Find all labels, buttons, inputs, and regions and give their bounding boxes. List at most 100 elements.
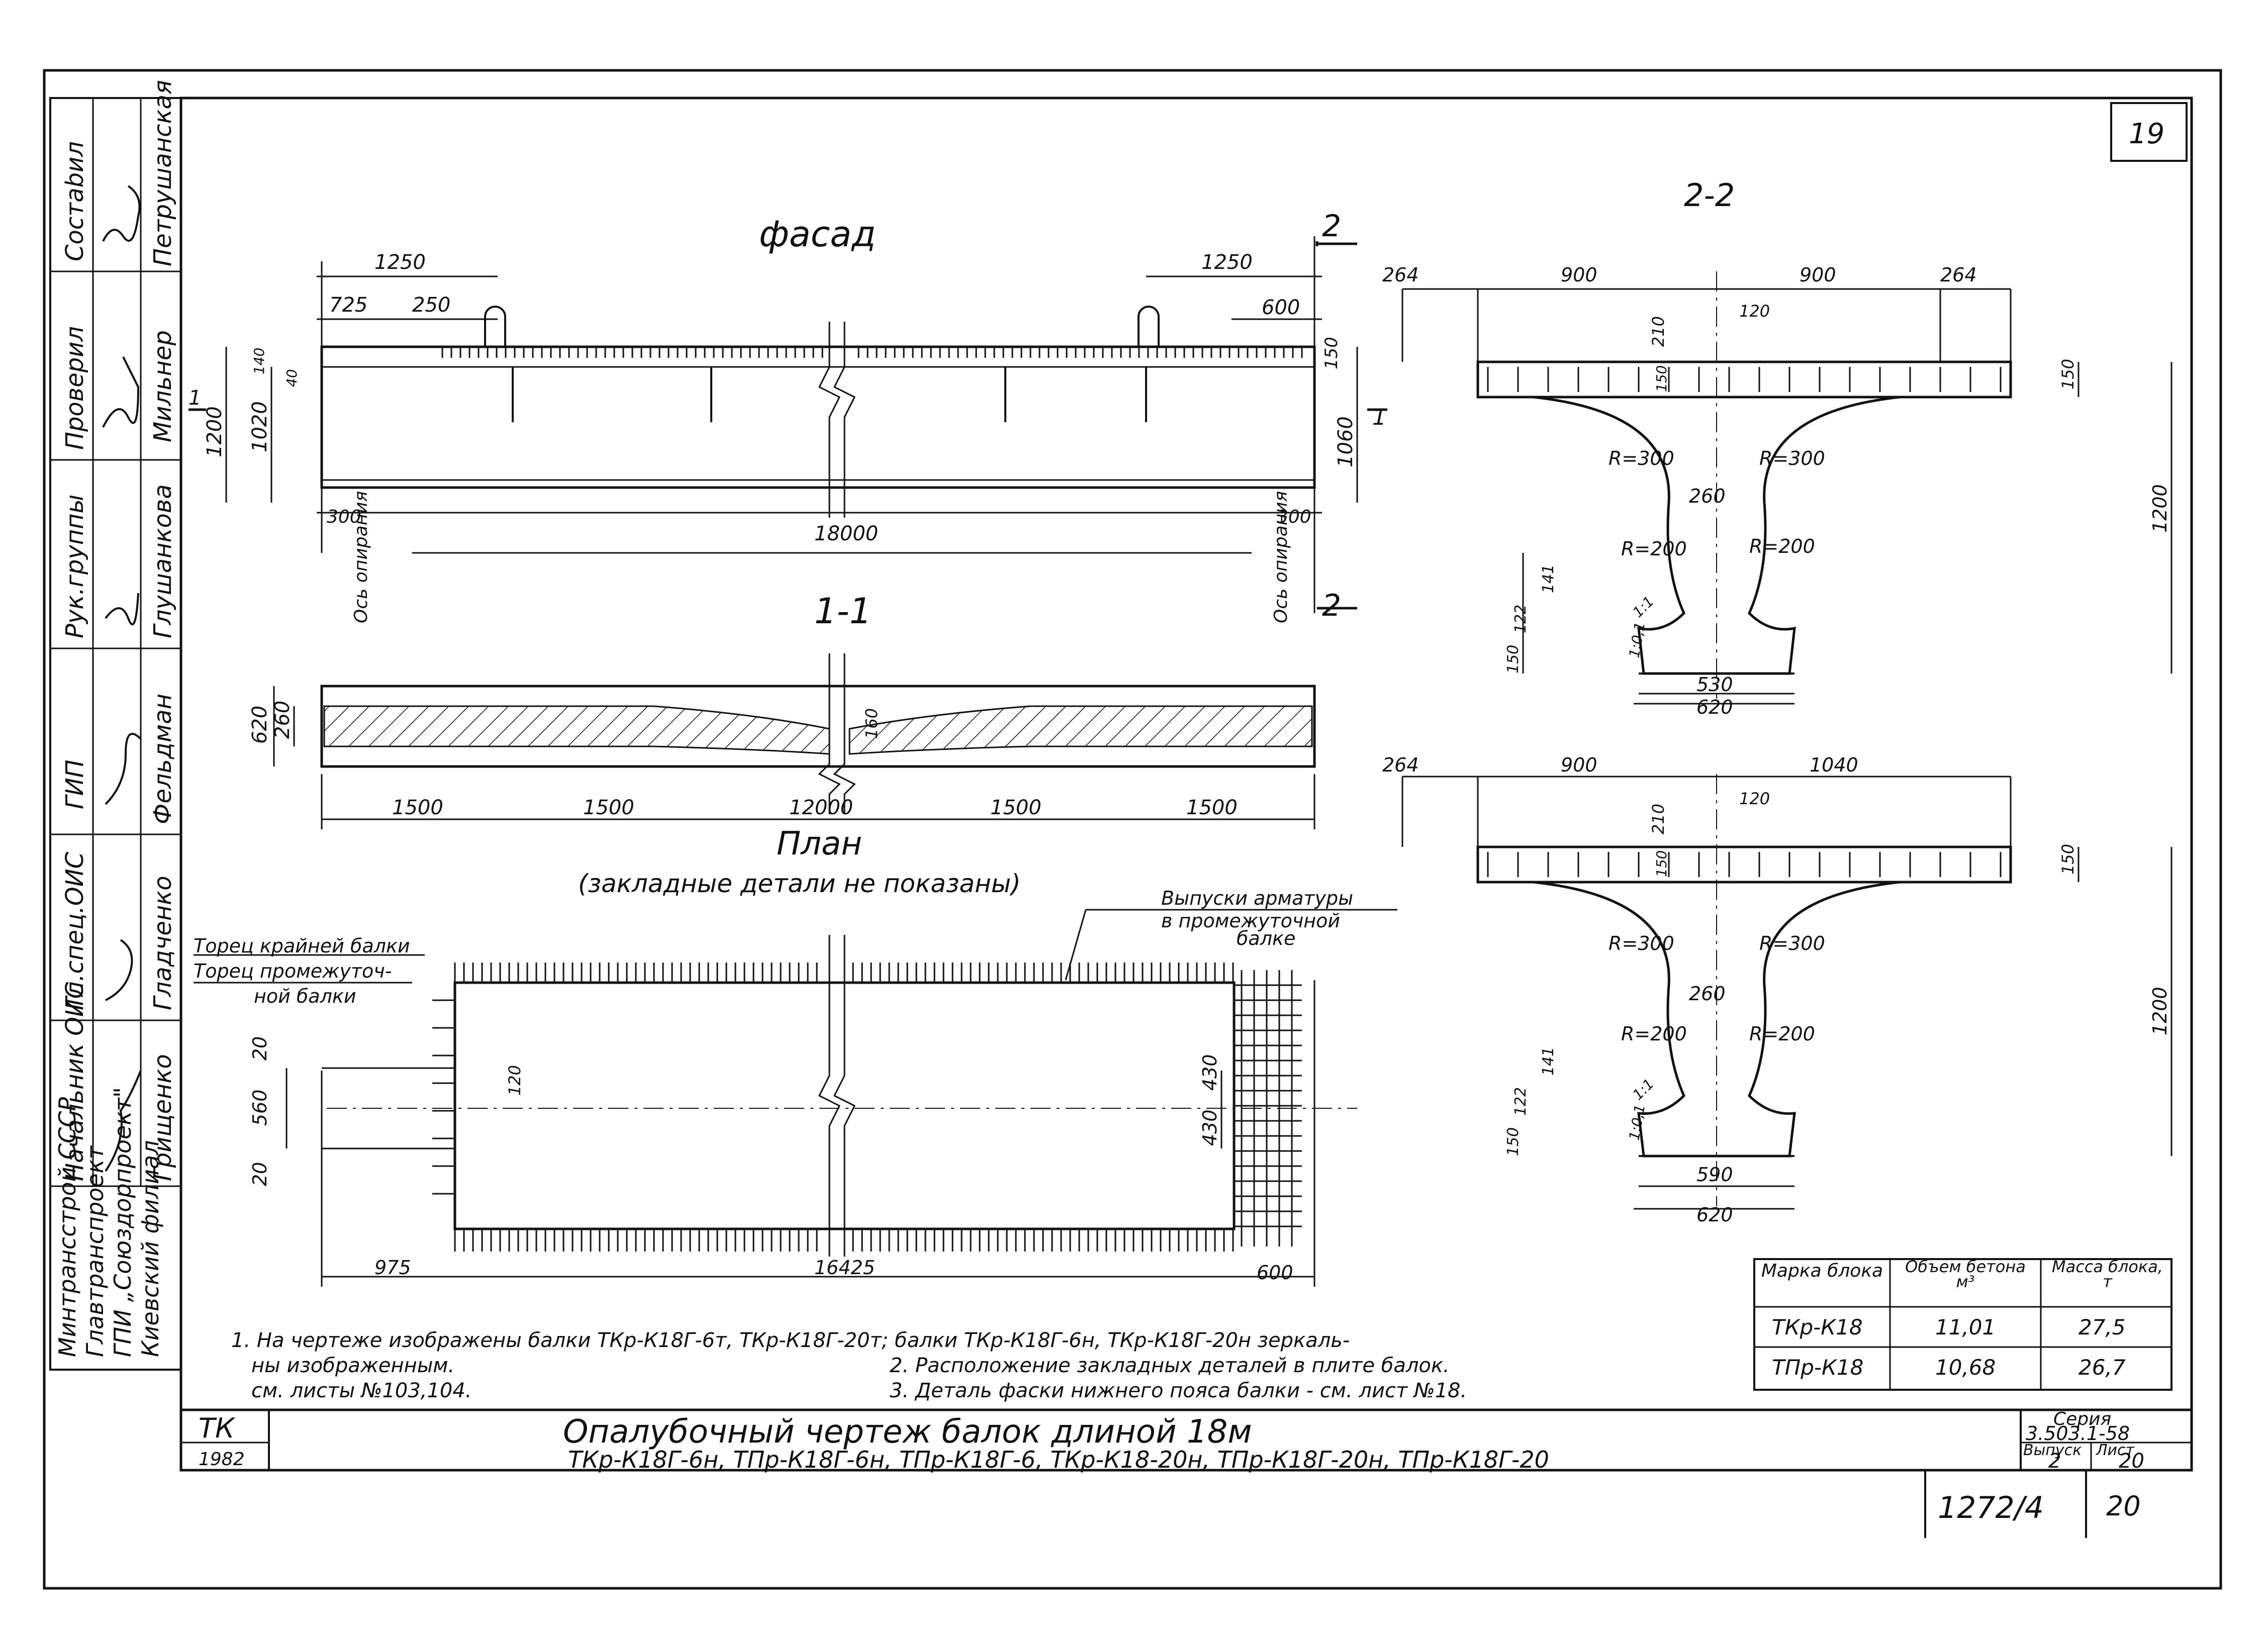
stamp-role-3: ГИП: [61, 759, 89, 809]
section11-dim-7: 1500: [1186, 796, 1238, 819]
facade-view: фасад 1250: [188, 209, 1387, 623]
s22b-dim-2: 1040: [1810, 754, 1858, 776]
title-code: ТК: [199, 1412, 236, 1444]
section-mark-1-left: 1: [188, 387, 201, 410]
stamp-org-2: ГПИ „Союздорпроект": [109, 1087, 136, 1357]
stamp-role-1: Проверил: [61, 326, 89, 450]
stamp-name-1: Мильнер: [149, 330, 177, 442]
facade-axis-0: Ось опирания: [351, 491, 371, 623]
plan-dim-7: 16425: [814, 1257, 875, 1279]
stamp-name-3: Фельдман: [149, 694, 177, 824]
plan-dim-5: 430: [1199, 1109, 1221, 1146]
stamp-name-2: Глушанкова: [149, 484, 177, 638]
title-line-2: ТКр-К18Г-6н, ТПр-К18Г-6н, ТПр-К18Г-6, ТК…: [568, 1446, 1549, 1473]
facade-dim-5: 1200: [203, 406, 226, 457]
s22b-dim-7: R=300: [1609, 932, 1674, 954]
s22b-dim-5: 150: [1653, 850, 1670, 877]
s22b-dim-10: R=200: [1621, 1023, 1687, 1045]
s22a-dim-7: 150: [2058, 359, 2077, 390]
s22a-dim-12: R=200: [1749, 535, 1815, 557]
stamp-column: Состаbил Проверил Рук.группы ГИП Гл.спец…: [49, 80, 182, 1371]
facade-dim-12: 18000: [814, 522, 878, 545]
plan-label-1: Торец промежуточ-: [194, 960, 392, 982]
s22a-dim-14: 122: [1512, 605, 1530, 633]
plan-dim-3: 120: [505, 1065, 524, 1096]
note-1: ны изображенным.: [251, 1354, 454, 1377]
s22b-dim-9: 260: [1689, 983, 1726, 1005]
sheet-number: 19: [2129, 118, 2164, 150]
table-cell-0-1: 11,01: [1935, 1315, 1996, 1339]
table-cell-0-2: 27,5: [2078, 1315, 2126, 1339]
section-mark-2-bottom: 2: [1322, 588, 1341, 623]
title-year: 1982: [199, 1449, 245, 1470]
section11-dim-1: 260: [271, 701, 294, 739]
facade-title: фасад: [759, 214, 876, 255]
section-2-2-bottom: 264 900 1040 120 210 150 150 R=300 R=300…: [1382, 754, 2172, 1226]
notes: 1. На чертеже изображены балки ТКр-К18Г-…: [231, 1329, 1467, 1402]
stamp-role-5: Начальник ОИС: [61, 982, 89, 1181]
facade-dim-0: 1250: [374, 251, 426, 274]
note-3: см. листы №103,104.: [251, 1379, 471, 1402]
sheet-label: Лист: [2096, 1442, 2135, 1459]
s22b-dim-13: 122: [1512, 1087, 1530, 1116]
s22b-dim-14: 150: [1504, 1127, 1522, 1156]
series-value: 3.503.1-58: [2026, 1422, 2130, 1445]
section-2-2-top: 2-2 264 900 900 264 120 210 150 150: [1382, 177, 2172, 718]
stamp-name-5: Грищенко: [149, 1054, 177, 1181]
s22a-dim-19: 530: [1696, 674, 1733, 696]
table-header-1: Объем бетона м³: [1905, 1259, 2026, 1291]
mass-table: Марка блока Объем бетона м³ Масса блока,…: [1753, 1258, 2172, 1391]
stamp-name-0: Петрушанская: [149, 80, 177, 266]
series-label: Серия: [2053, 1409, 2111, 1429]
plan-view: План (закладные детали не показаны) Торе…: [194, 825, 1397, 1287]
s22b-dim-3: 120: [1739, 789, 1770, 808]
section-mark-1-right: 1: [1372, 405, 1386, 430]
s22a-dim-4: 120: [1739, 302, 1770, 321]
s22a-dim-10: 260: [1689, 485, 1726, 507]
s22a-dim-1: 900: [1561, 264, 1597, 286]
s22a-dim-2: 900: [1800, 264, 1836, 286]
plan-label-5: балке: [1237, 927, 1295, 949]
section-mark-2-top: 2: [1322, 209, 1341, 244]
issue-value: 2: [2048, 1450, 2061, 1473]
section-1-1-view: 1-1 620 260 160 1500 1500 12000 1500 150…: [248, 591, 1316, 829]
facade-dim-1: 725: [329, 294, 367, 317]
section11-dim-6: 1500: [990, 796, 1042, 819]
archive-number: 1272/4: [1938, 1490, 2044, 1525]
table-cell-0-0: ТКр-К18: [1772, 1315, 1863, 1339]
stamp-org-1: Главтранспроект: [81, 1145, 109, 1357]
section11-dim-3: 1500: [392, 796, 443, 819]
s22a-dim-5: 210: [1649, 316, 1668, 347]
plan-label-0: Торец крайней балки: [194, 935, 410, 957]
s22b-dim-1: 900: [1561, 754, 1597, 776]
section-22-title: 2-2: [1684, 177, 1735, 214]
s22a-dim-8: R=300: [1609, 447, 1674, 469]
s22b-dim-0: 264: [1382, 754, 1419, 776]
s22a-dim-15: 150: [1504, 645, 1522, 674]
s22b-dim-16: 1:0,1: [1626, 1103, 1648, 1141]
outer-border: [43, 69, 2222, 1590]
plan-title: План: [777, 825, 862, 863]
section11-dim-5: 12000: [789, 796, 853, 819]
s22b-dim-8: R=300: [1759, 932, 1825, 954]
facade-dim-11: 300: [327, 507, 361, 527]
s22a-dim-11: R=200: [1621, 538, 1687, 560]
plan-dim-6: 975: [374, 1257, 411, 1279]
stamp-name-4: Гладченко: [149, 876, 177, 1010]
stamp-org-0: Минтрансстрой СССР: [54, 1097, 81, 1357]
table-header-0: Марка блока: [1761, 1262, 1883, 1281]
stamp-role-2: Рук.группы: [61, 495, 89, 638]
plan-label-2: ной балки: [254, 985, 356, 1007]
facade-dim-6: 1020: [248, 401, 271, 452]
s22a-dim-13: 141: [1540, 564, 1557, 593]
s22b-dim-4: 210: [1649, 804, 1668, 834]
stamp-org-3: Киевский филиал: [137, 1140, 164, 1357]
stamp-role-0: Состаbил: [61, 141, 89, 261]
plan-label-4: в промежуточной: [1161, 910, 1340, 932]
section11-dim-4: 1500: [583, 796, 634, 819]
sheet-value: 20: [2119, 1450, 2144, 1473]
facade-dim-13: 300: [1277, 507, 1311, 527]
section11-dim-0: 620: [248, 706, 271, 744]
table-cell-1-0: ТПр-К18: [1772, 1355, 1863, 1380]
